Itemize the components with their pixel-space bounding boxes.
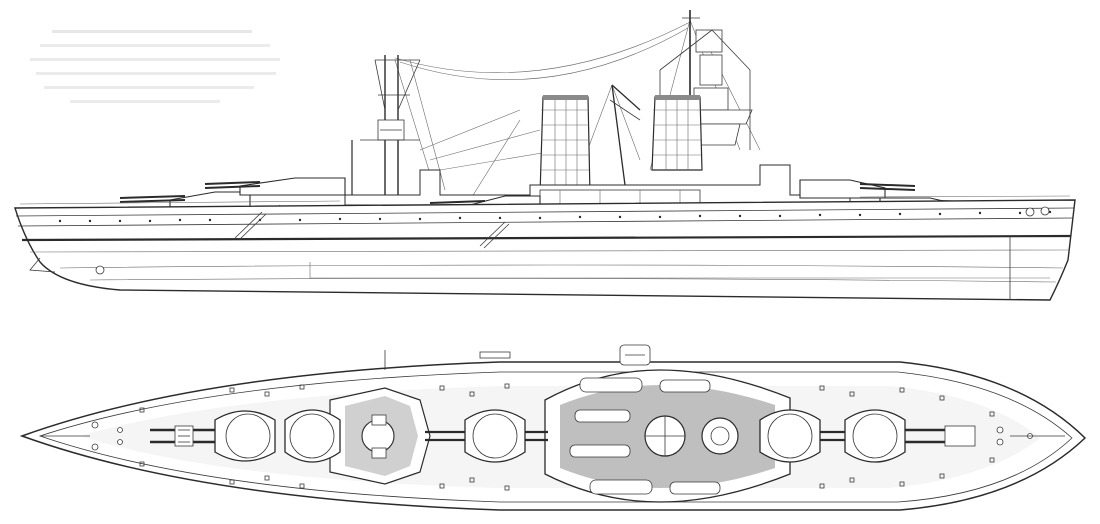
fore-superstructure-plan [329,387,431,485]
turret-b-plan [284,409,341,463]
turret-q-plan [425,409,548,463]
portholes [58,210,1052,223]
davits [384,350,511,370]
stern-fittings [944,425,1065,447]
derrick-crane [609,84,641,186]
faded-caption [30,30,280,103]
bow-fittings [40,421,194,451]
fore-mast [360,55,421,200]
turret-a-profile [119,191,251,208]
profile-view [14,10,1076,301]
gangways [234,211,510,249]
plan-view [19,344,1087,511]
fore-funnel [539,95,591,196]
turret-x-profile [799,179,916,199]
deck-fittings [139,383,995,491]
superstructure [344,164,851,209]
turret-b-profile [204,177,346,196]
turret-y-plan [844,409,975,463]
central-superstructure [544,344,791,503]
hull-profile [14,195,1076,301]
aft-funnel [651,95,703,171]
